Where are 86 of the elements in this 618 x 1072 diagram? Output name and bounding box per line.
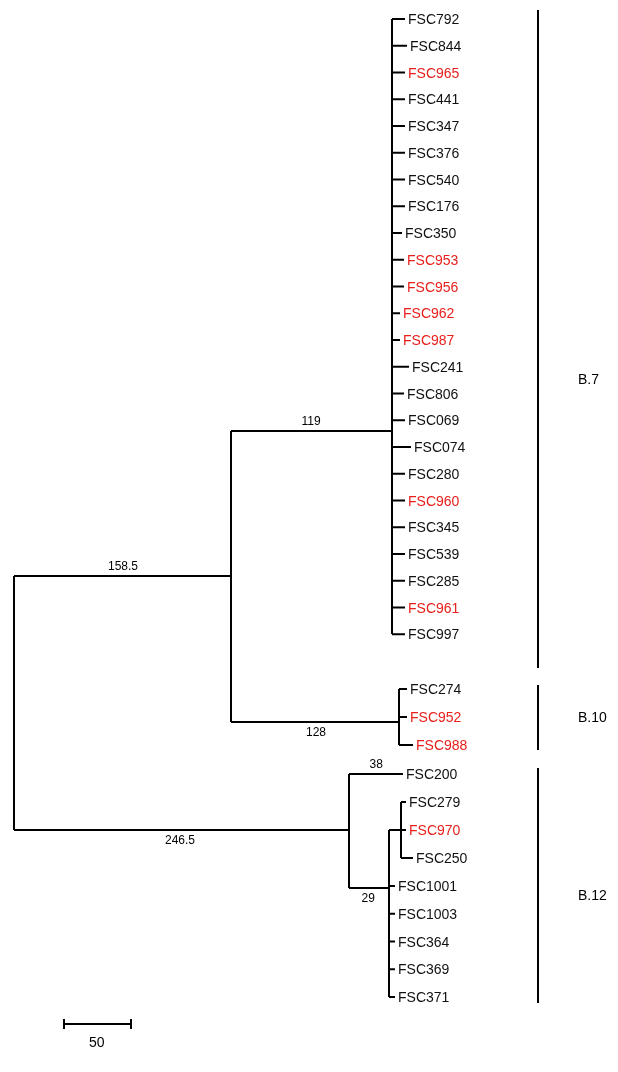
taxon-label: FSC956 [407, 278, 459, 295]
taxon-label: FSC441 [408, 91, 460, 108]
taxon-label: FSC965 [408, 64, 460, 81]
tree-branch [391, 71, 406, 74]
tree-branch [391, 18, 406, 20]
tree-branch [391, 419, 406, 422]
taxon-label: FSC274 [410, 681, 462, 697]
tree-branch-line [13, 576, 15, 830]
taxon-label: FSC970 [409, 822, 461, 838]
taxon-label: FSC987 [403, 332, 455, 348]
clade-label: B.10 [578, 709, 607, 725]
tree-branch [391, 258, 405, 261]
taxon-label: FSC806 [407, 385, 459, 402]
tree-branch [391, 579, 406, 582]
taxon-label: FSC345 [408, 519, 460, 536]
tree-branch [398, 744, 414, 746]
taxon-label: FSC953 [407, 251, 459, 268]
tree-branch [391, 125, 406, 127]
taxon-label: FSC285 [408, 572, 460, 589]
taxon-label: FSC279 [409, 794, 461, 810]
branch-length-label: 128 [305, 725, 328, 739]
tree-branch [391, 472, 406, 475]
taxon-label: FSC961 [408, 599, 460, 616]
tree-branch-line [230, 431, 232, 722]
taxon-label: FSC376 [408, 144, 460, 161]
branch-length-label: 38 [368, 757, 384, 771]
tree-branch-line [398, 689, 400, 745]
clade-label: B.12 [578, 887, 607, 903]
tree-branch [398, 688, 408, 690]
taxon-label: FSC241 [412, 358, 464, 375]
tree-branch [13, 575, 232, 577]
tree-branch [400, 857, 414, 859]
tree-branch [230, 430, 393, 432]
tree-branch [388, 996, 396, 998]
taxon-label: FSC074 [414, 439, 466, 455]
tree-branch [391, 553, 406, 555]
tree-branch [391, 633, 406, 636]
taxon-label: FSC997 [408, 626, 460, 643]
taxon-label: FSC280 [408, 465, 460, 482]
tree-branch [391, 446, 412, 448]
tree-branch [391, 285, 405, 288]
branch-length-label: 246.5 [164, 833, 197, 847]
taxon-label: FSC1003 [398, 905, 458, 922]
tree-branch [348, 773, 404, 775]
branch-length-label: 119 [300, 414, 322, 428]
tree-branch-line [388, 830, 390, 997]
scale-label: 50 [89, 1034, 105, 1050]
branch-length-label: 158.5 [107, 559, 140, 573]
tree-branch [400, 801, 407, 803]
taxon-label: FSC960 [408, 492, 460, 509]
tree-branch [391, 499, 406, 502]
tree-branch [391, 205, 406, 208]
taxon-label: FSC539 [408, 546, 460, 562]
taxon-label: FSC540 [408, 171, 460, 188]
tree-branch [391, 178, 406, 181]
tree-branch [348, 887, 390, 889]
taxon-label: FSC364 [398, 933, 450, 950]
taxon-label: FSC952 [410, 709, 462, 725]
taxon-label: FSC371 [398, 989, 450, 1005]
tree-branch [391, 526, 406, 529]
tree-branch [391, 232, 403, 234]
taxon-label: FSC844 [410, 37, 462, 54]
taxon-label: FSC350 [405, 225, 457, 241]
tree-branch [391, 98, 406, 101]
taxon-label: FSC200 [406, 766, 458, 782]
taxon-label: FSC176 [408, 198, 460, 215]
tree-branch [391, 392, 405, 395]
tree-branch [230, 721, 400, 723]
tree-branch-line [391, 19, 393, 634]
tree-branch [391, 44, 408, 47]
taxon-label: FSC988 [416, 737, 468, 753]
tree-branch [391, 365, 410, 368]
taxon-label: FSC250 [416, 850, 468, 866]
taxon-label: FSC347 [408, 118, 460, 134]
taxon-label: FSC369 [398, 961, 450, 978]
clade-label: B.7 [578, 371, 599, 387]
tree-branch [391, 151, 406, 154]
tree-branch [391, 606, 406, 609]
taxon-label: FSC1001 [398, 878, 458, 894]
tree-branch-line [400, 802, 402, 858]
taxon-label: FSC962 [403, 305, 455, 322]
tree-branch-line [348, 774, 350, 888]
branch-length-label: 29 [360, 891, 376, 905]
taxon-label: FSC792 [408, 11, 460, 27]
taxon-label: FSC069 [408, 412, 460, 429]
tree-branch [13, 829, 350, 831]
